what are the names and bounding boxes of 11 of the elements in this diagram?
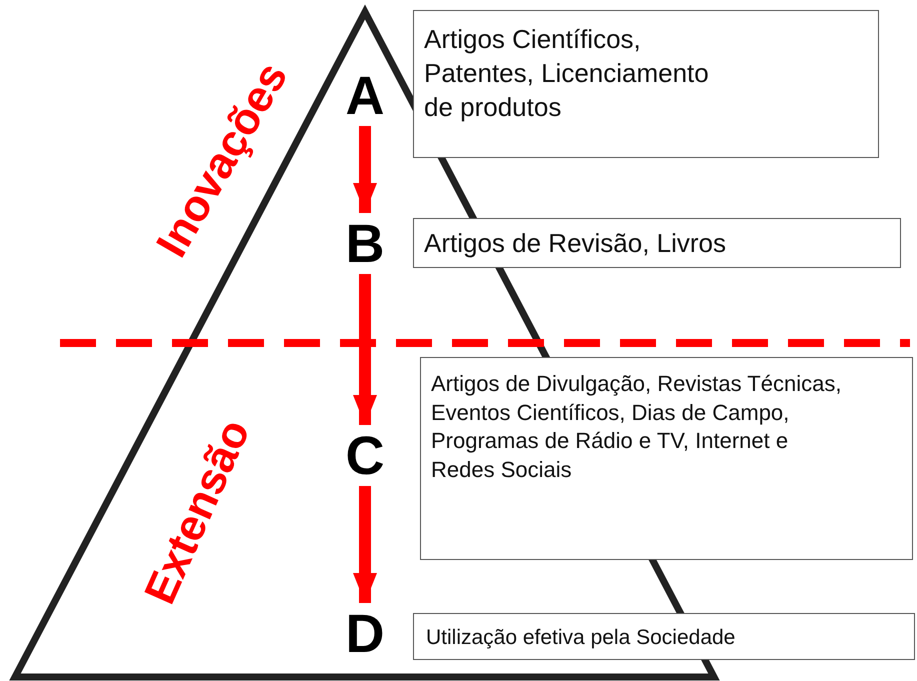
arrow — [353, 274, 377, 425]
stage-letter: B — [335, 216, 395, 272]
description-box: Utilização efetiva pela Sociedade — [413, 613, 915, 660]
arrow — [353, 126, 377, 213]
stage-letter: D — [335, 606, 395, 662]
description-box: Artigos de Divulgação, Revistas Técnicas, Eventos Científicos, Dias de Campo, Programas de Rádio e TV, Internet e Redes Sociais — [420, 357, 913, 560]
arrow — [353, 486, 377, 603]
stage-letter: A — [335, 68, 395, 124]
description-box: Artigos Científicos, Patentes, Licenciamento de produtos — [413, 10, 879, 158]
description-box: Artigos de Revisão, Livros — [413, 218, 901, 268]
stage-letter: C — [335, 428, 395, 484]
